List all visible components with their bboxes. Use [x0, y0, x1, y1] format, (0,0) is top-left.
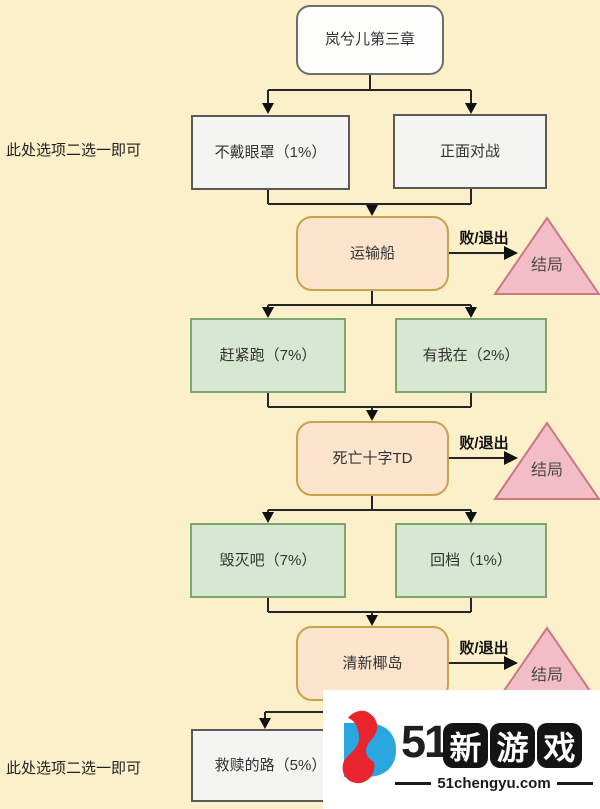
site-watermark: 51 新 游 戏 51chengyu.com	[323, 690, 600, 809]
arrowheads	[259, 103, 518, 729]
site-logo-stamp-you: 游	[490, 723, 535, 768]
ending-triangle-shape	[493, 216, 600, 295]
node-stage-death-cross-td: 死亡十字TD	[296, 421, 449, 496]
node-stage-transport-ship: 运输船	[296, 216, 449, 291]
node-option-i-am-here: 有我在（2%）	[395, 318, 547, 393]
site-logo-stamp-xin: 新	[443, 723, 488, 768]
site-url: 51chengyu.com	[437, 775, 551, 792]
node-option-frontal-battle: 正面对战	[393, 114, 547, 189]
node-ending-2: 结局	[492, 420, 600, 502]
node-option-destroy: 毁灭吧（7%）	[190, 523, 346, 598]
node-stage-fresh-coconut-island: 清新椰岛	[296, 626, 449, 701]
node-option-no-eyepatch: 不戴眼罩（1%）	[191, 115, 350, 190]
node-chapter-start: 岚兮儿第三章	[296, 5, 444, 75]
site-logo-icon	[342, 710, 396, 784]
site-logo-stamp-xi: 戏	[537, 723, 582, 768]
site-logo-number: 51	[401, 716, 449, 767]
edge-label-fail-exit-2: 败/退出	[459, 435, 509, 452]
node-ending-1: 结局	[492, 215, 600, 297]
rule-left	[395, 782, 432, 785]
node-option-run-quick: 赶紧跑（7%）	[190, 318, 346, 393]
site-url-row: 51chengyu.com	[395, 775, 593, 792]
note-choice-bottom: 此处选项二选一即可	[6, 760, 142, 777]
rule-right	[556, 782, 593, 785]
ending-label: 结局	[530, 667, 563, 685]
ending-label: 结局	[530, 462, 563, 480]
note-choice-top: 此处选项二选一即可	[6, 142, 142, 159]
ending-triangle-shape	[493, 421, 600, 500]
ending-label: 结局	[530, 257, 563, 275]
edge-label-fail-exit-3: 败/退出	[459, 640, 509, 657]
edge-label-fail-exit-1: 败/退出	[459, 230, 509, 247]
node-ending-3: 结局	[492, 625, 600, 707]
node-option-rollback: 回档（1%）	[395, 523, 547, 598]
